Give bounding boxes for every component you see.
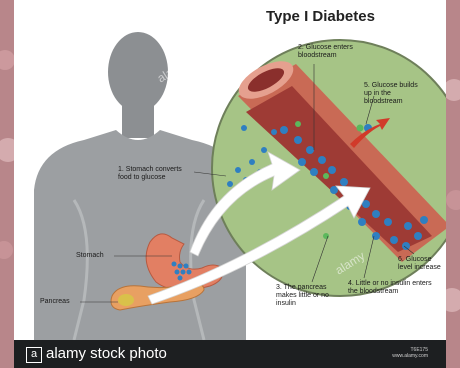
label-pancreas: Pancreas [40, 298, 70, 306]
escaping-insulin [357, 125, 364, 132]
brand-text: alamy stock photo [46, 345, 167, 362]
label-glucose-builds: 5. Glucose builds up in the bloodstream [364, 82, 426, 106]
pancreas-tail [118, 294, 134, 306]
diagram-title: Type I Diabetes [266, 8, 375, 25]
label-stomach-converts: 1. Stomach converts food to glucose [118, 166, 196, 182]
label-stomach: Stomach [76, 252, 104, 260]
label-pancreas-makes: 3. The pancreas makes little or no insul… [276, 284, 332, 308]
pancreas-insulin [323, 233, 329, 239]
image-id-site: www.alamy.com [392, 353, 428, 359]
label-glucose-enters: 2. Glucose enters bloodstream [298, 44, 366, 60]
label-glucose-level: 6. Glucose level increase [398, 256, 444, 272]
image-id: T6E175 www.alamy.com [392, 347, 428, 359]
watermark-footer: a alamy stock photo T6E175 www.alamy.com [14, 340, 446, 368]
diagram-panel: alamy alamy Type I Diabetes 2. Glucose e… [14, 0, 446, 340]
label-little-insulin: 4. Little or no insulin enters the blood… [348, 280, 432, 296]
alamy-logo-icon: a [26, 347, 42, 363]
